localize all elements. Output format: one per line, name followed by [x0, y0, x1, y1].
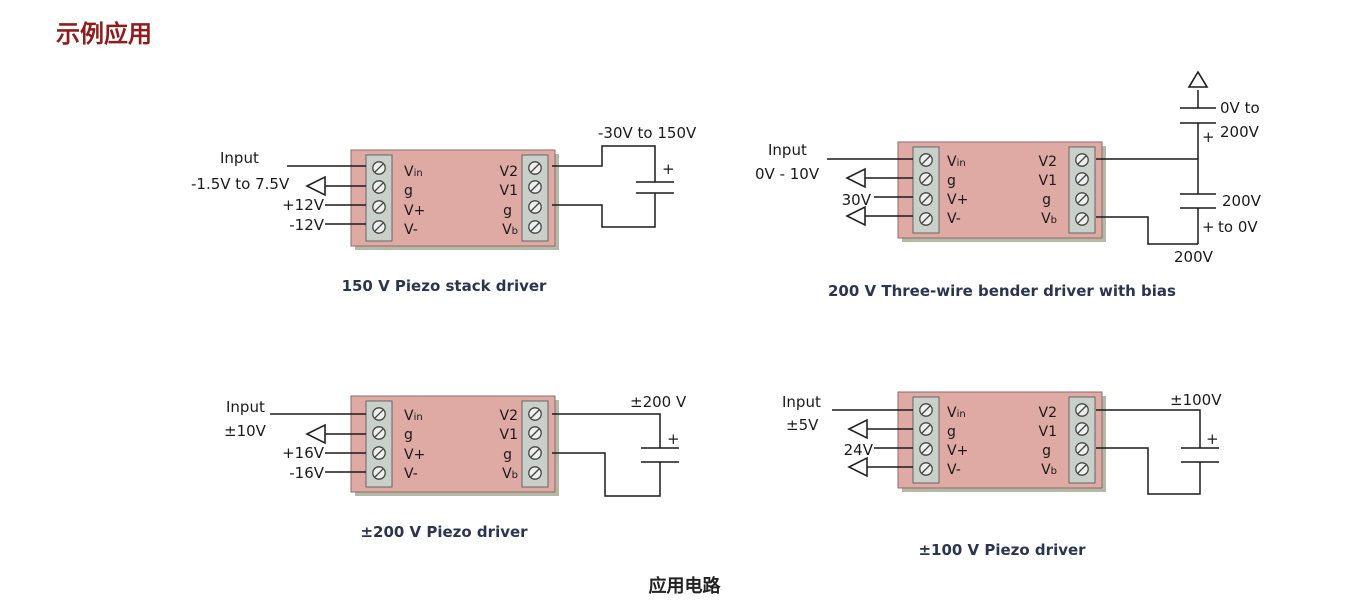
pin-vplus-label: V+ — [947, 192, 968, 208]
pin-v2-label: V2 — [500, 408, 518, 424]
bender-bottom-range-a: 200V — [1222, 192, 1262, 210]
circuit-200v-driver: Vin g V+ V- V2 V1 g Vb Input ±10V +16V -… — [224, 393, 687, 541]
application-circuits-figure: Vin g V+ V- V2 V1 g Vb Input -1.5V to 7.… — [190, 62, 1270, 562]
circuit-stack-driver: Vin g V+ V- V2 V1 g Vb Input -1.5V to 7.… — [191, 124, 697, 295]
pin-vplus-label: V+ — [404, 203, 425, 219]
stack-input-label: Input — [220, 149, 259, 167]
pin-vminus-label: V- — [404, 466, 418, 482]
stack-polarity: + — [662, 160, 675, 178]
driver100-polarity: + — [1206, 430, 1219, 448]
driver100-title: ±100 V Piezo driver — [918, 541, 1086, 559]
bender-driver-title: 200 V Three-wire bender driver with bias — [828, 282, 1176, 300]
driver200-supply-neg: -16V — [289, 464, 324, 482]
circuits-diagram: Vin g V+ V- V2 V1 g Vb Input -1.5V to 7.… — [191, 70, 1262, 559]
pin-vminus-label: V- — [947, 462, 961, 478]
pin-g-right-label: g — [503, 203, 512, 219]
pin-g-label: g — [947, 424, 956, 440]
bender-top-range-a: 0V to — [1220, 99, 1260, 117]
pin-g-label: g — [404, 183, 413, 199]
figure-caption: 应用电路 — [648, 576, 721, 597]
stack-supply-neg: -12V — [289, 216, 324, 234]
pin-g-right-label: g — [1042, 443, 1051, 459]
pin-vb-label: Vb — [502, 222, 518, 238]
pin-vin-label: Vin — [404, 164, 423, 180]
bender-bias: 200V — [1174, 248, 1214, 266]
pin-vb-label: Vb — [502, 466, 518, 482]
pin-g-label: g — [404, 427, 413, 443]
driver200-polarity: + — [667, 430, 680, 448]
pin-g-label: g — [947, 173, 956, 189]
stack-driver-title: 150 V Piezo stack driver — [342, 277, 547, 295]
driver200-supply-pos: +16V — [282, 444, 325, 462]
driver200-module — [351, 396, 559, 496]
pin-v2-label: V2 — [1039, 405, 1057, 421]
driver200-input-range: ±10V — [224, 422, 267, 440]
bender-supply: 30V — [842, 191, 872, 209]
driver100-output-range: ±100V — [1170, 391, 1222, 409]
stack-supply-pos: +12V — [282, 196, 325, 214]
pin-v2-label: V2 — [1039, 154, 1057, 170]
pin-vb-label: Vb — [1041, 462, 1057, 478]
stack-driver-module — [351, 150, 559, 250]
pin-vb-label: Vb — [1041, 211, 1057, 227]
pin-g-right-label: g — [1042, 192, 1051, 208]
driver100-supply: 24V — [844, 441, 874, 459]
pin-vin-label: Vin — [947, 154, 966, 170]
bender-top-polarity: + — [1202, 128, 1215, 146]
pin-vplus-label: V+ — [947, 443, 968, 459]
stack-input-range: -1.5V to 7.5V — [191, 175, 290, 193]
pin-vin-label: Vin — [947, 405, 966, 421]
driver100-input-label: Input — [782, 393, 821, 411]
pin-v1-label: V1 — [1039, 173, 1057, 189]
pin-v2-label: V2 — [500, 164, 518, 180]
pin-v1-label: V1 — [1039, 424, 1057, 440]
pin-v1-label: V1 — [500, 183, 518, 199]
pin-g-right-label: g — [503, 447, 512, 463]
pin-vin-label: Vin — [404, 408, 423, 424]
section-heading: 示例应用 — [56, 20, 152, 48]
driver200-input-label: Input — [226, 398, 265, 416]
bender-input-label: Input — [768, 141, 807, 159]
circuit-100v-driver: Vin g V+ V- V2 V1 g Vb Input ±5V 24V ±10… — [782, 391, 1222, 559]
bender-bottom-polarity: + — [1202, 218, 1215, 236]
circuit-bender-driver: Vin g V+ V- V2 V1 g Vb Input 0V - 10V 30 — [755, 70, 1262, 300]
driver200-title: ±200 V Piezo driver — [360, 523, 528, 541]
pin-vminus-label: V- — [947, 211, 961, 227]
bender-top-range-b: 200V — [1220, 123, 1260, 141]
driver200-output-range: ±200 V — [630, 393, 687, 411]
driver100-module — [898, 392, 1106, 492]
bender-driver-module — [898, 142, 1106, 242]
bender-bottom-range-b: to 0V — [1218, 218, 1258, 236]
driver100-input-range: ±5V — [786, 416, 819, 434]
stack-output-range: -30V to 150V — [598, 124, 697, 142]
bender-input-range: 0V - 10V — [755, 165, 820, 183]
pin-vplus-label: V+ — [404, 447, 425, 463]
pin-vminus-label: V- — [404, 222, 418, 238]
pin-v1-label: V1 — [500, 427, 518, 443]
